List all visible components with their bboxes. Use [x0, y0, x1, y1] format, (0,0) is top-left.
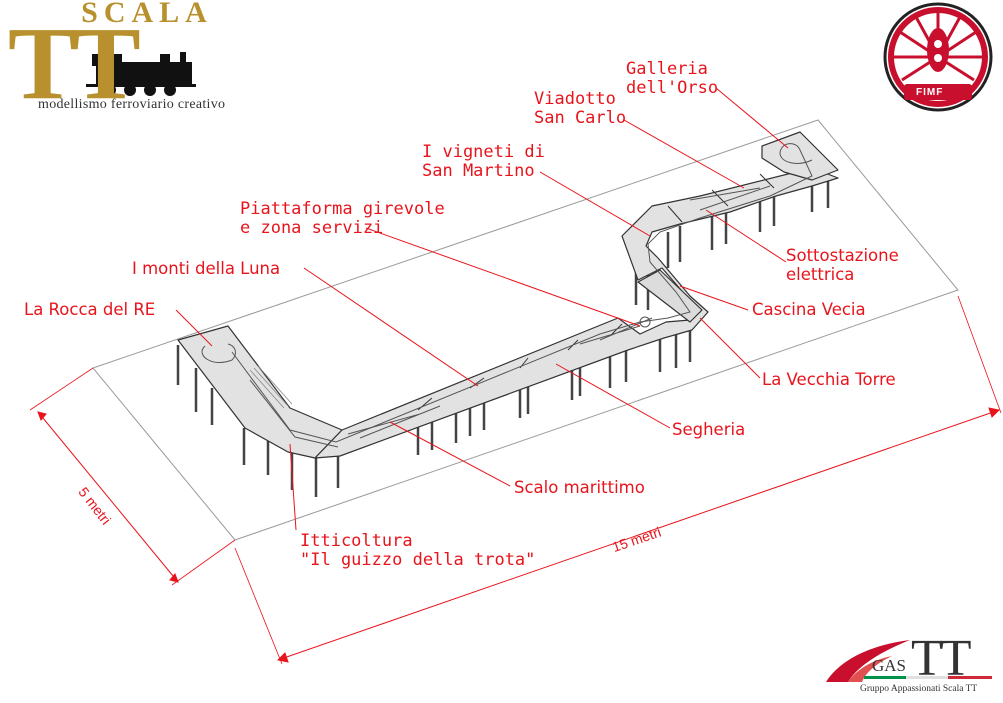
gas-monogram: TT — [911, 630, 972, 687]
label-galleria: Galleria dell'Orso — [626, 59, 719, 98]
gas-swoosh-icon — [826, 640, 992, 682]
label-rocca: La Rocca del RE — [24, 300, 156, 319]
label-vigneti: I vigneti di San Martino — [422, 142, 545, 181]
leader-lines — [175, 87, 789, 531]
dimension-width — [29, 367, 236, 586]
label-scalo: Scalo marittimo — [514, 478, 645, 497]
label-cascina: Cascina Vecia — [752, 300, 866, 319]
label-sottostazione: Sottostazione elettrica — [786, 246, 899, 284]
label-monti: I monti della Luna — [132, 259, 281, 278]
scala-tt-logo: SCALA TT modellismo ferroviario creativo — [8, 0, 280, 121]
scala-tagline: modellismo ferroviario creativo — [38, 97, 226, 112]
label-viadotto: Viadotto San Carlo — [534, 89, 627, 128]
label-segheria: Segheria — [672, 420, 746, 439]
dimension-length — [234, 295, 1002, 665]
fimf-logo-text: FIMF — [916, 87, 944, 98]
label-piattaforma: Piattaforma girevole e zona servizi — [240, 199, 445, 238]
fimf-wheel-icon — [883, 2, 993, 112]
floor-area — [92, 119, 959, 541]
label-itticoltura: Itticoltura "Il guizzo della trota" — [300, 531, 536, 570]
gas-tagline: Gruppo Appassionati Scala TT — [860, 684, 978, 694]
label-torre: La Vecchia Torre — [762, 370, 896, 389]
gas-word: GAS — [872, 656, 907, 675]
track-lines — [201, 143, 813, 448]
scala-monogram: TT — [8, 6, 141, 121]
scala-brand: SCALA — [81, 0, 213, 29]
tunnel-detail — [249, 365, 293, 409]
locomotive-icon — [86, 52, 196, 96]
